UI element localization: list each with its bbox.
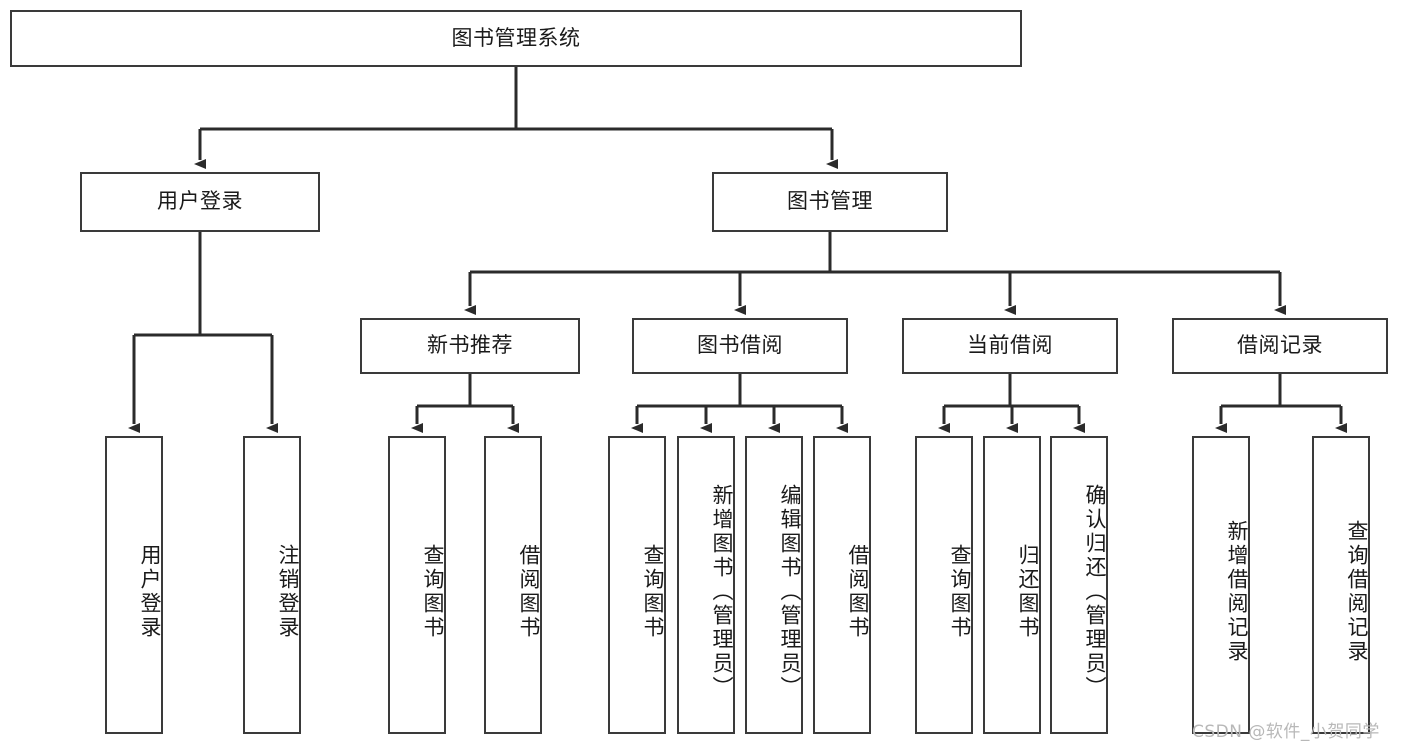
node-label: 查询图书 bbox=[421, 544, 445, 640]
leaf-add-book[interactable]: 新增图书（管理员） bbox=[677, 436, 735, 734]
leaf-confirm-return[interactable]: 确认归还（管理员） bbox=[1050, 436, 1108, 734]
node-label: 编辑图书（管理员） bbox=[778, 484, 802, 700]
node-label: 当前借阅 bbox=[967, 333, 1053, 358]
node-book-manage[interactable]: 图书管理 bbox=[712, 172, 948, 232]
leaf-query-book-3[interactable]: 查询图书 bbox=[915, 436, 973, 734]
node-label: 注销登录 bbox=[276, 544, 300, 640]
node-new-book-rec[interactable]: 新书推荐 bbox=[360, 318, 580, 374]
node-current-borrow[interactable]: 当前借阅 bbox=[902, 318, 1118, 374]
node-root[interactable]: 图书管理系统 bbox=[10, 10, 1022, 67]
node-label: 查询图书 bbox=[641, 544, 665, 640]
node-label: 借阅图书 bbox=[846, 544, 870, 640]
node-label: 借阅图书 bbox=[517, 544, 541, 640]
leaf-query-record[interactable]: 查询借阅记录 bbox=[1312, 436, 1370, 734]
node-label: 新增借阅记录 bbox=[1225, 520, 1249, 664]
leaf-query-book-1[interactable]: 查询图书 bbox=[388, 436, 446, 734]
node-book-borrow[interactable]: 图书借阅 bbox=[632, 318, 848, 374]
node-label: 新书推荐 bbox=[427, 333, 513, 358]
node-label: 查询借阅记录 bbox=[1345, 520, 1369, 664]
csdn-watermark: CSDN @软件_小贺同学 bbox=[1192, 722, 1380, 742]
leaf-edit-book[interactable]: 编辑图书（管理员） bbox=[745, 436, 803, 734]
leaf-borrow-book-1[interactable]: 借阅图书 bbox=[484, 436, 542, 734]
node-label: 图书管理系统 bbox=[451, 25, 581, 50]
leaf-logout[interactable]: 注销登录 bbox=[243, 436, 301, 734]
leaf-add-record[interactable]: 新增借阅记录 bbox=[1192, 436, 1250, 734]
node-label: 图书借阅 bbox=[697, 333, 783, 358]
node-label: 查询图书 bbox=[948, 544, 972, 640]
node-label: 借阅记录 bbox=[1237, 333, 1323, 358]
leaf-return-book[interactable]: 归还图书 bbox=[983, 436, 1041, 734]
node-label: 新增图书（管理员） bbox=[710, 484, 734, 700]
leaf-query-book-2[interactable]: 查询图书 bbox=[608, 436, 666, 734]
node-label: 图书管理 bbox=[787, 189, 873, 214]
node-label: 用户登录 bbox=[157, 189, 243, 214]
node-user-login[interactable]: 用户登录 bbox=[80, 172, 320, 232]
leaf-borrow-book-2[interactable]: 借阅图书 bbox=[813, 436, 871, 734]
node-label: 确认归还（管理员） bbox=[1083, 484, 1107, 700]
node-label: 用户登录 bbox=[138, 544, 162, 640]
leaf-user-login[interactable]: 用户登录 bbox=[105, 436, 163, 734]
node-label: 归还图书 bbox=[1016, 544, 1040, 640]
node-borrow-record[interactable]: 借阅记录 bbox=[1172, 318, 1388, 374]
